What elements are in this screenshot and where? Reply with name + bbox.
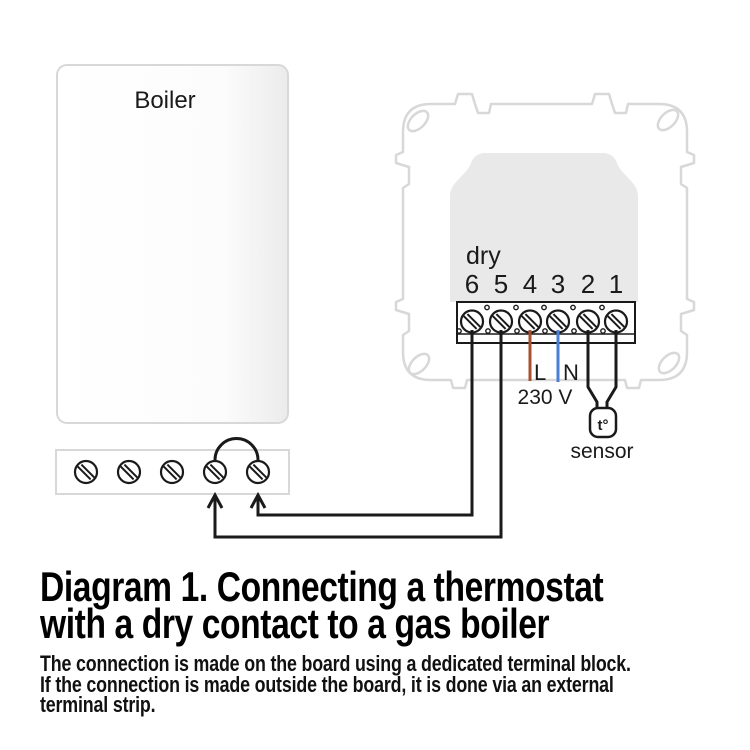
terminal-number-6: 6 xyxy=(465,269,479,299)
description-line2: If the connection is made outside the bo… xyxy=(40,671,614,697)
boiler-outline xyxy=(56,64,289,424)
wire-terminal5-to-strip xyxy=(213,330,503,539)
screw-terminal-1 xyxy=(603,309,629,334)
diagram-title-line2: with a dry contact to a gas boiler xyxy=(40,600,550,647)
diagram-description: The connection is made on the board usin… xyxy=(40,651,631,718)
temperature-sensor: t° sensor xyxy=(570,406,634,463)
terminal-number-4: 4 xyxy=(523,269,537,299)
sensor-symbol: t° xyxy=(598,417,609,434)
neutral-label: N xyxy=(563,360,579,385)
sensor-label: sensor xyxy=(570,440,633,463)
wiring-diagram-canvas: Boiler dry 6 5 4 3 2 1 xyxy=(55,64,696,539)
diagram-caption: Diagram 1. Connecting a thermostat with … xyxy=(40,563,744,647)
terminal-block-pin-holes xyxy=(456,304,606,334)
strip-screw-5 xyxy=(245,459,271,485)
wiring xyxy=(206,330,618,539)
screw-terminal-4 xyxy=(517,309,543,334)
screw-terminal-2 xyxy=(575,309,601,334)
arrow-head-left xyxy=(206,491,224,509)
mounting-hole-top-right xyxy=(656,108,680,132)
arrow-head-right xyxy=(249,491,267,509)
boiler-label: Boiler xyxy=(134,87,195,114)
wire-terminal2-to-sensor xyxy=(586,330,599,409)
sensor-body xyxy=(588,406,618,439)
screw-terminal-6 xyxy=(459,309,485,334)
strip-screw-2 xyxy=(116,459,142,485)
description-line3: terminal strip. xyxy=(40,692,156,718)
screw-terminal-3 xyxy=(545,309,571,334)
boiler-box: Boiler xyxy=(56,64,289,424)
thermostat-mounting-plate xyxy=(394,92,696,390)
terminal-number-5: 5 xyxy=(494,269,508,299)
terminal-number-row: 6 5 4 3 2 1 xyxy=(465,269,623,299)
mounting-hole-bottom-left xyxy=(407,352,431,376)
thermostat-terminal-block xyxy=(456,301,636,344)
voltage-label: 230 V xyxy=(518,386,573,409)
mounting-plate-outline xyxy=(394,92,696,390)
description-line1: The connection is made on the board usin… xyxy=(40,651,631,676)
diagram-title: Diagram 1. Connecting a thermostat with … xyxy=(40,563,604,647)
external-terminal-strip xyxy=(55,437,290,495)
terminal-number-1: 1 xyxy=(609,269,623,299)
terminal-number-2: 2 xyxy=(581,269,595,299)
line-label: L xyxy=(534,360,546,385)
mounting-hole-bottom-right xyxy=(657,351,681,375)
mounting-hole-top-left xyxy=(406,109,430,133)
diagram-title-line1: Diagram 1. Connecting a thermostat xyxy=(40,563,604,610)
dry-contact-label: dry xyxy=(466,242,501,270)
screw-terminal-5 xyxy=(488,309,514,334)
thermostat-seat xyxy=(450,153,638,302)
wire-terminal6-to-strip xyxy=(256,330,474,517)
wire-terminal1-to-sensor xyxy=(605,330,618,409)
strip-screw-4 xyxy=(202,459,228,485)
strip-screw-1 xyxy=(73,459,99,485)
jumper-wire-arc xyxy=(213,437,260,462)
terminal-number-3: 3 xyxy=(551,269,565,299)
strip-screw-3 xyxy=(159,459,185,485)
